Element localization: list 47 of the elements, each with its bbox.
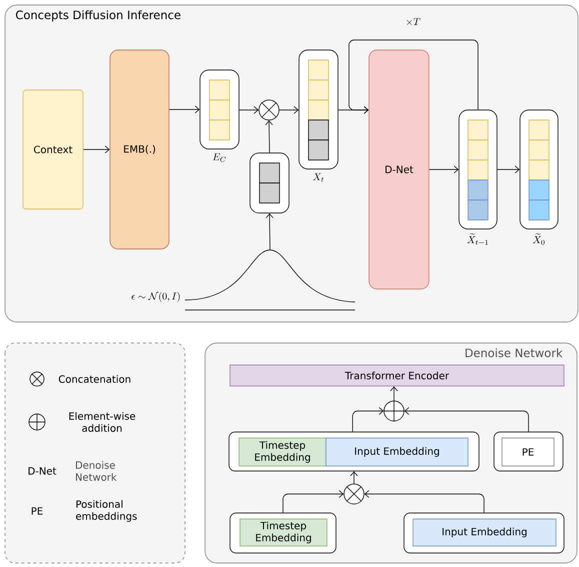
arrow	[352, 407, 384, 432]
arrow	[348, 40, 478, 114]
add-symbol	[383, 400, 405, 422]
legend-text: Denoise Network	[76, 461, 117, 481]
abbreviation: D-Net	[28, 467, 56, 475]
arrow	[404, 407, 529, 432]
gaussian-curve-drawing	[184, 250, 356, 310]
loop-label: $\times T$	[406, 18, 420, 25]
vector-drawing	[458, 110, 498, 230]
vector-label: $\widetilde{X}_{t-1}$	[467, 233, 488, 245]
panel-title: Concepts Diffusion Inference	[16, 10, 180, 22]
legend-text: Element-wise addition	[69, 412, 136, 432]
vector-drawing	[298, 50, 338, 170]
abbreviation: PE	[32, 507, 43, 515]
vector-drawing	[250, 152, 290, 214]
embedding-box: Timestep Embedding	[240, 518, 328, 546]
arrow	[390, 386, 398, 401]
arrow	[239, 106, 259, 114]
arrow	[282, 490, 344, 513]
text-box: Context	[22, 90, 84, 210]
arrow	[279, 106, 299, 114]
arrow	[265, 120, 273, 153]
panel-title: Denoise Network	[466, 348, 563, 358]
embedding-box: Timestep Embedding	[238, 438, 326, 466]
embedding-box: Input Embedding	[326, 438, 468, 466]
concat-symbol	[344, 484, 364, 504]
arrow	[83, 146, 110, 154]
embedding-box: Input Embedding	[412, 518, 556, 546]
legend-text: Concatenation	[58, 375, 130, 383]
vector-drawing	[520, 110, 558, 230]
arrow	[364, 490, 484, 513]
noise-formula: $\epsilon \sim \mathcal{N}(0,I)$	[132, 292, 180, 302]
embedding-box: PE	[502, 438, 554, 466]
vector-drawing	[200, 70, 240, 150]
vector-label: $\widetilde{X}_{0}$	[532, 233, 544, 245]
vector-label: $X_{t}$	[312, 173, 324, 182]
arrow	[266, 213, 274, 250]
embedding-box: EMB(.)	[110, 50, 170, 250]
network-box: D-Net	[368, 50, 430, 290]
arrow	[429, 166, 459, 174]
encoder-bar: Transformer Encoder	[230, 364, 564, 386]
arrow	[497, 166, 520, 174]
arrow	[169, 106, 200, 114]
arrow	[350, 471, 358, 484]
concat-symbol	[258, 100, 280, 120]
legend-text: Positional embeddings	[76, 500, 137, 522]
vector-label: $E_{C}$	[212, 153, 226, 162]
